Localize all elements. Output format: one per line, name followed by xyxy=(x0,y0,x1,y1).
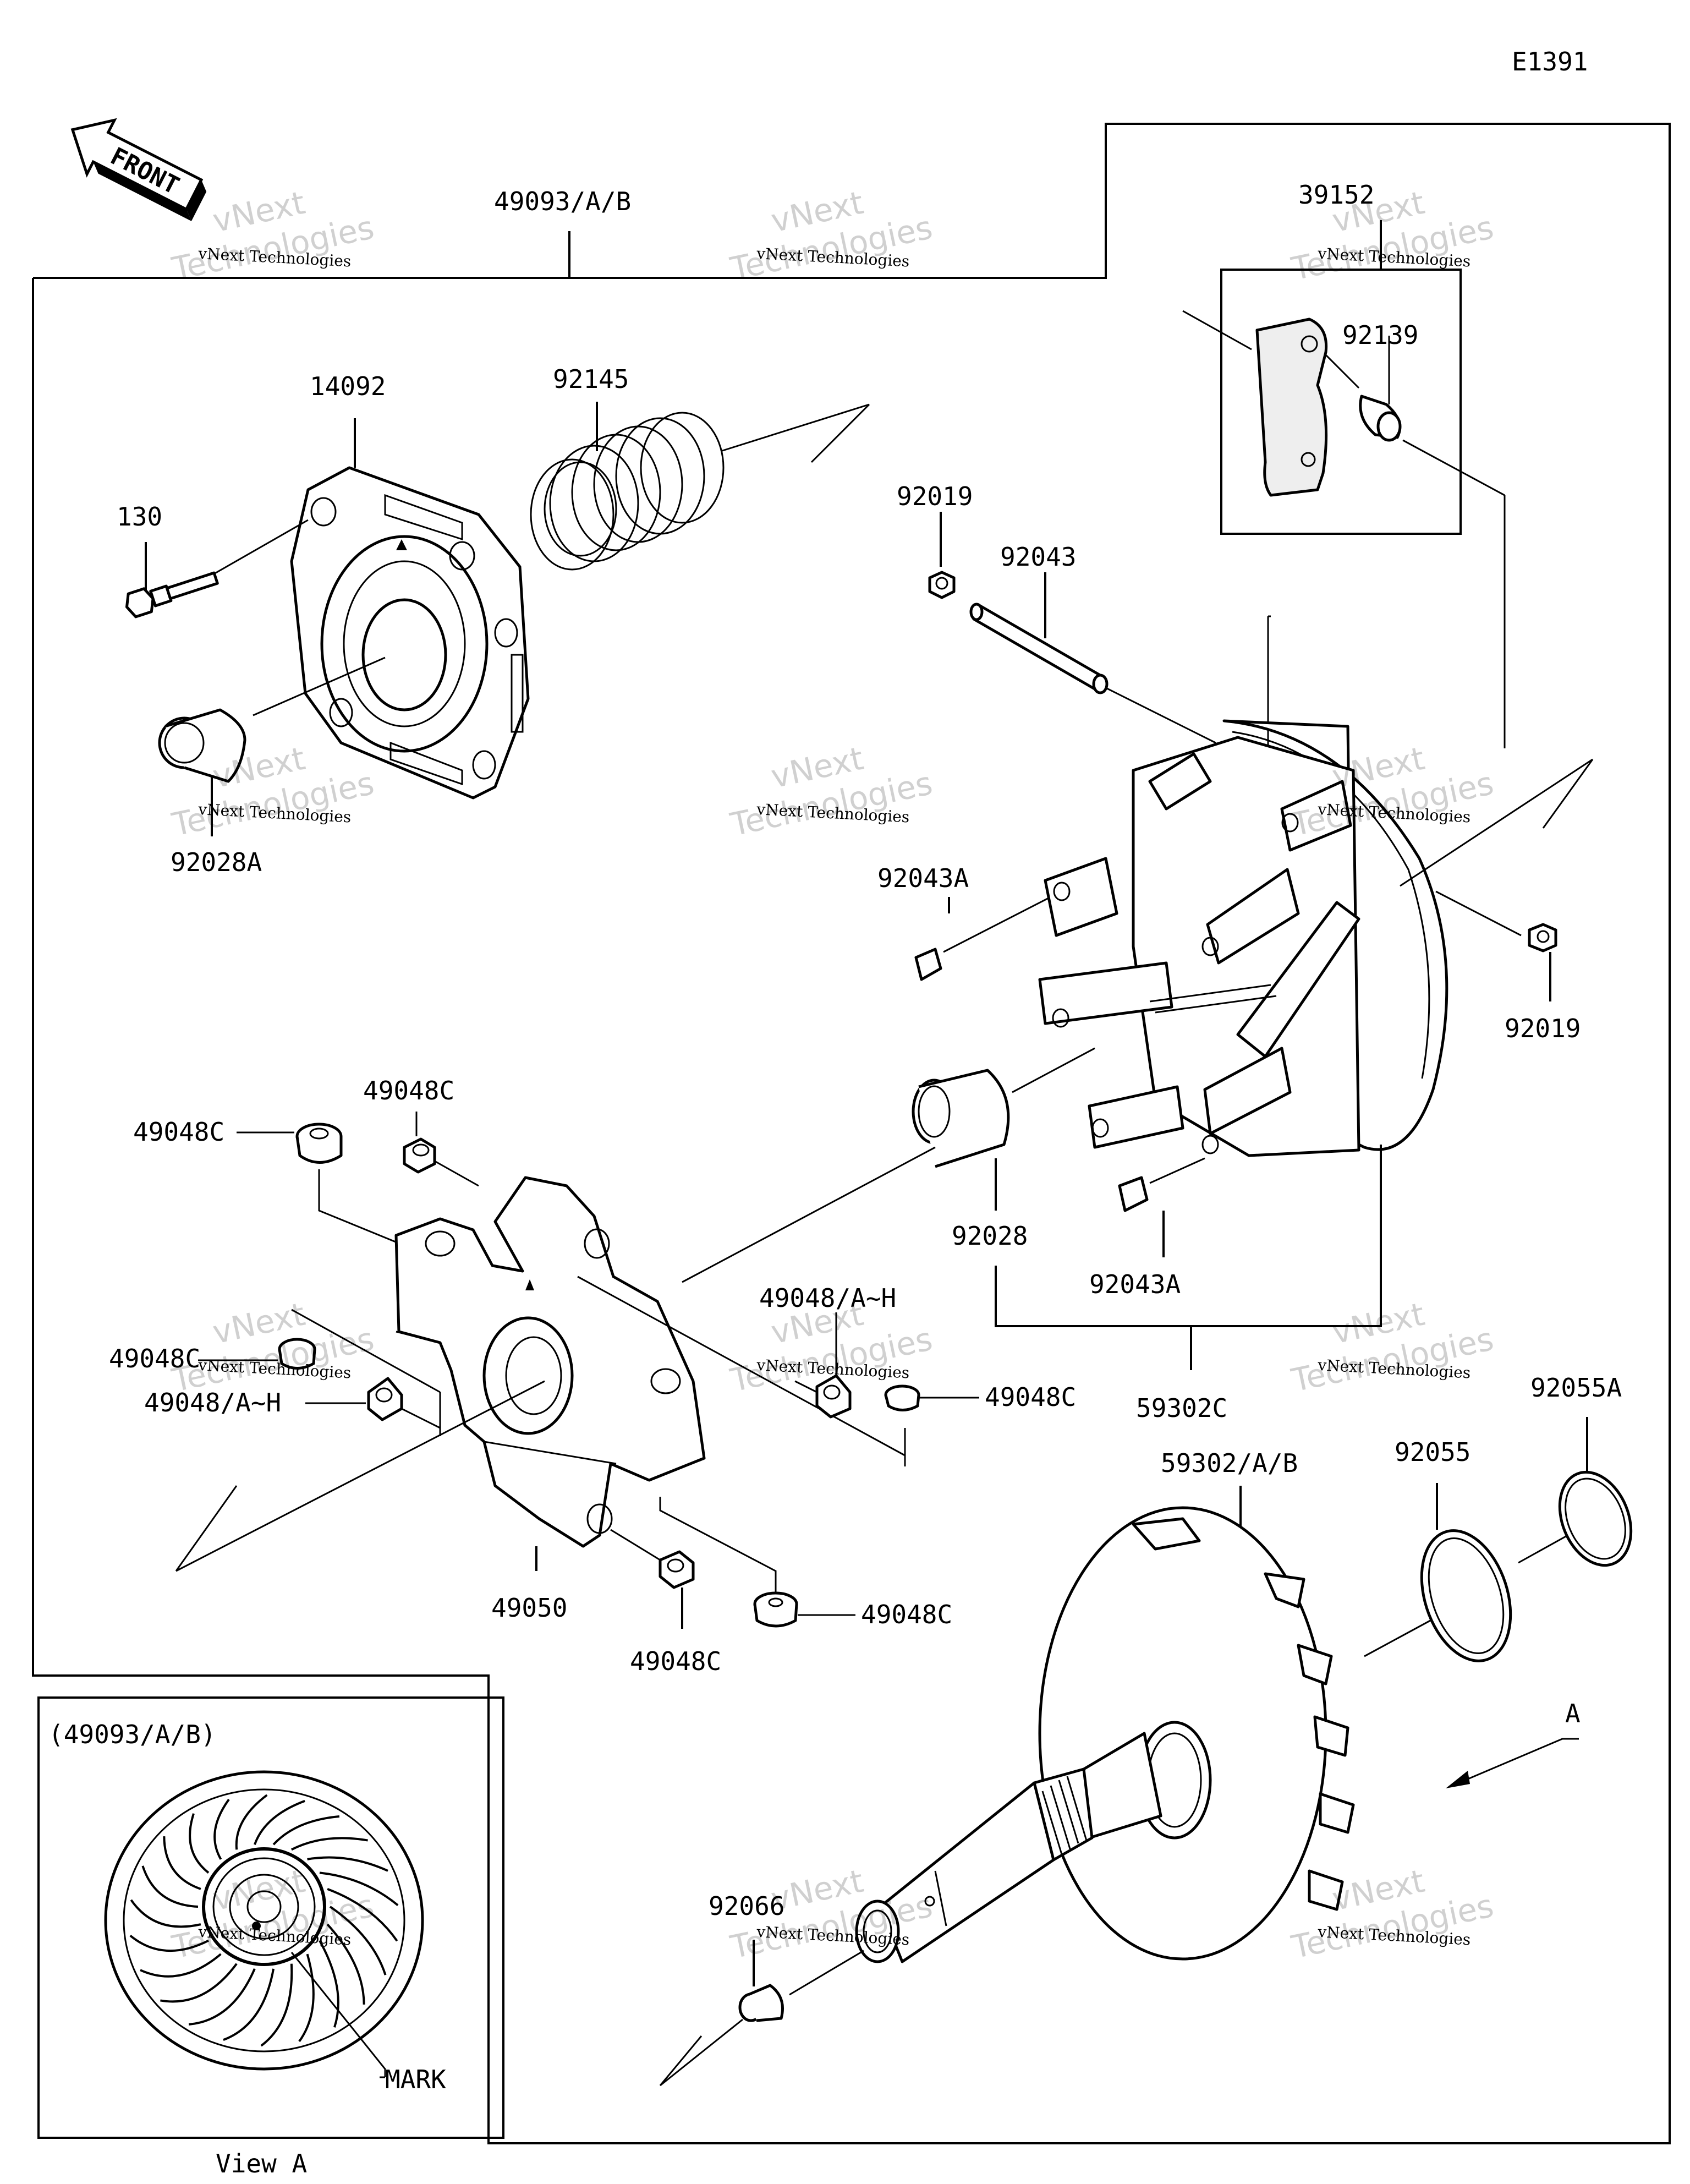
cooling-vane xyxy=(272,1815,340,1846)
bushing-49048c-a xyxy=(295,1123,343,1164)
bushing-49048c-d xyxy=(278,1338,316,1370)
assembly-frame xyxy=(32,123,1671,2144)
label-49048c-a: 49048C xyxy=(133,1117,224,1147)
view-box-title: (49093/A/B) xyxy=(48,1720,216,1749)
oring-92055a xyxy=(1558,1470,1633,1567)
label-14092: 14092 xyxy=(310,371,386,401)
view-a-box xyxy=(37,1696,504,2139)
sheave-face-view xyxy=(104,1770,424,2071)
bushing-92028a xyxy=(158,708,246,783)
cover-plate-14092 xyxy=(290,466,530,800)
cooling-vane xyxy=(326,1923,365,2005)
label-39152: 39152 xyxy=(1298,180,1374,210)
cooling-vane xyxy=(290,1837,368,1851)
cooling-vane xyxy=(140,1953,222,1978)
view-arrow-label: A xyxy=(1565,1699,1581,1728)
label-130: 130 xyxy=(117,502,162,532)
cooling-vane xyxy=(235,1794,268,1850)
label-49048ah-a: 49048/A~H xyxy=(759,1283,896,1313)
spring-92145 xyxy=(530,412,725,571)
cooling-vane xyxy=(298,1953,315,2043)
nut-92019-upper xyxy=(928,571,956,599)
cooling-vane xyxy=(327,1888,398,1942)
view-arrow-line xyxy=(1452,1738,1579,1787)
view-arrow-head xyxy=(1446,1771,1470,1788)
cooling-vane xyxy=(213,1798,230,1860)
label-92066: 92066 xyxy=(709,1891,784,1921)
nut-92019-lower xyxy=(1528,923,1557,953)
cooling-vane xyxy=(319,1940,339,2028)
label-92139: 92139 xyxy=(1342,320,1418,350)
sheave-59302c xyxy=(1038,719,1448,1157)
bushing-92028 xyxy=(912,1069,1010,1168)
bolt-130 xyxy=(125,571,219,618)
cooling-vane xyxy=(188,1968,256,2026)
label-92028: 92028 xyxy=(952,1221,1028,1251)
label-49048c-c: 49048C xyxy=(985,1382,1076,1412)
diagram-id: E1391 xyxy=(1512,47,1588,76)
label-92019-upper: 92019 xyxy=(897,481,973,511)
cooling-vane xyxy=(319,1871,399,1906)
cooling-vane xyxy=(329,1906,387,1975)
label-92028a: 92028A xyxy=(171,847,262,877)
oring-92055 xyxy=(1420,1529,1512,1662)
label-92019-lower: 92019 xyxy=(1505,1014,1581,1043)
cooling-vane xyxy=(260,1963,293,2047)
label-49048c-d: 49048C xyxy=(109,1344,200,1373)
weight-49048ah-b xyxy=(367,1377,403,1421)
cooling-vane xyxy=(307,1856,388,1872)
cooling-vane xyxy=(141,1865,199,1908)
label-92043a-lower: 92043A xyxy=(1089,1269,1181,1299)
label-92043a-upper: 92043A xyxy=(877,863,969,893)
roller-92139 xyxy=(1359,395,1402,442)
spider-49050 xyxy=(394,1176,706,1548)
bushing-49048c-f xyxy=(753,1591,798,1628)
pin-92043a-lower xyxy=(1118,1176,1149,1212)
label-49048c-b: 49048C xyxy=(363,1076,454,1105)
label-92055: 92055 xyxy=(1395,1437,1470,1467)
front-arrow-icon: FRONT xyxy=(70,118,207,221)
sheave-59302ab xyxy=(855,1506,1355,1963)
cooling-vane xyxy=(223,1968,275,2041)
cooling-vane xyxy=(189,1813,210,1874)
label-92055a: 92055A xyxy=(1530,1373,1622,1403)
cooling-vane xyxy=(129,1935,209,1952)
bushing-49048c-b xyxy=(403,1137,436,1174)
bushing-49048c-e xyxy=(659,1550,695,1589)
mark-label: MARK xyxy=(385,2065,446,2094)
label-92145: 92145 xyxy=(553,364,629,394)
label-49048c-e: 49048C xyxy=(630,1646,721,1676)
bushing-49048c-c xyxy=(884,1384,920,1411)
cooling-vane xyxy=(163,1836,201,1890)
mark-leader xyxy=(290,1952,386,2077)
label-59302c: 59302C xyxy=(1136,1393,1227,1423)
pin-92043 xyxy=(969,603,1109,694)
assembly-label: 49093/A/B xyxy=(494,187,631,216)
label-49050: 49050 xyxy=(491,1593,567,1623)
bushing-92066 xyxy=(738,1984,784,2022)
label-59302ab: 59302/A/B xyxy=(1161,1448,1298,1478)
label-49048c-f: 49048C xyxy=(861,1600,952,1629)
weight-49048ah-a xyxy=(815,1374,852,1419)
arm-39152 xyxy=(1255,318,1328,497)
pin-92043a-upper xyxy=(914,948,942,981)
cooling-vane xyxy=(130,1899,201,1928)
label-49048ah-b: 49048/A~H xyxy=(144,1388,281,1417)
view-caption: View A xyxy=(216,2149,307,2178)
cooling-vanes xyxy=(129,1794,399,2047)
cooling-vane xyxy=(254,1799,305,1845)
label-92043: 92043 xyxy=(1000,542,1076,572)
cooling-vane xyxy=(160,1963,238,2003)
